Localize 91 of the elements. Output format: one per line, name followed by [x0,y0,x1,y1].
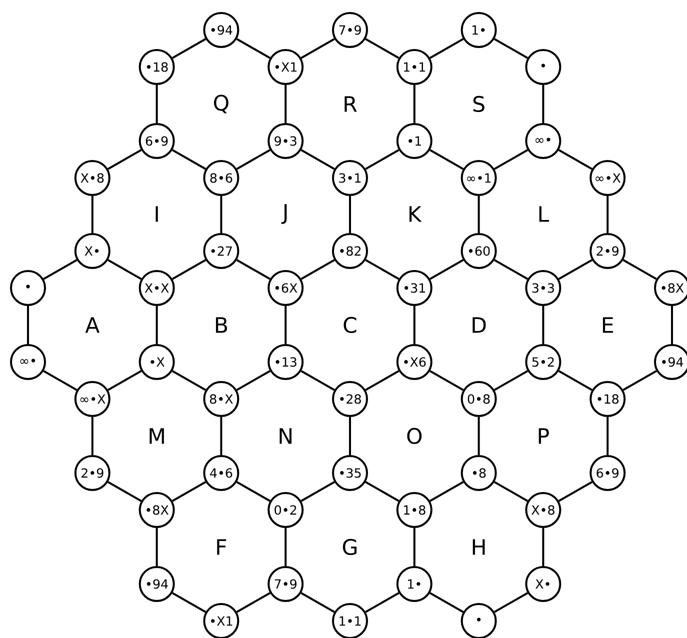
connector-line [365,38,400,59]
connector-line [284,528,287,566]
connector-line [430,259,464,280]
connector-line [91,417,94,455]
connector-line [413,528,416,566]
connector-line [236,592,270,613]
connector-line [558,149,592,170]
connector-line [172,592,206,613]
connector-line [300,149,335,170]
connector-line [430,149,464,170]
connector-line [236,259,270,280]
connector-line [27,306,29,344]
connector-line [430,592,464,613]
connector-line [542,85,544,123]
hexagon-letter: N [280,428,292,444]
connector-line [494,481,528,502]
connector-line [365,149,400,170]
connector-line [558,370,592,391]
hexagon-letter: C [344,316,356,334]
hexagon-letter: O [407,428,422,444]
connector-line [542,306,544,344]
connector-line [430,370,464,391]
connector-line [91,196,94,233]
hexagon-letter: B [216,317,228,333]
connector-line [172,370,206,391]
connector-line [108,481,142,502]
connector-line [622,259,657,280]
connector-line [156,85,158,123]
connector-line [365,481,400,502]
hexagon-letter: H [472,539,485,555]
connector-line [413,306,416,344]
connector-line [156,528,158,566]
hexagon-letter: F [217,539,226,555]
connector-line [542,528,544,566]
connector-line [365,592,400,613]
connector-line [413,85,416,123]
hexagon-letter: G [342,538,357,556]
hexagon-letter: K [410,206,422,222]
connector-line [284,306,287,344]
connector-line [622,370,657,391]
hexagon-letter: I [156,206,158,222]
connector-line [43,259,78,280]
connector-line [300,259,335,280]
connector-line [172,149,206,170]
connector-line [172,259,206,280]
connector-line [108,149,142,170]
hexagon-letter: Q [214,94,228,114]
connector-line [494,38,528,59]
connector-line [300,481,335,502]
hexagon-letter: L [539,206,550,222]
hexagon-letter: D [472,317,486,333]
connector-line [172,38,206,59]
connector-line [156,306,158,344]
connector-line [671,306,673,344]
connector-line [349,196,351,233]
connector-line [478,196,480,233]
hexagon-letter: J [281,204,287,224]
connector-line [300,38,335,59]
hexagon-letter: S [473,96,484,112]
connector-line [606,196,609,233]
connector-line [430,481,464,502]
connector-line [284,85,287,123]
connector-line [494,149,528,170]
connector-line [349,417,351,455]
connector-line [558,481,592,502]
connector-line [558,259,592,280]
connector-line [236,481,270,502]
connector-line [108,370,142,391]
connector-line [220,417,222,455]
hexagon-letter: E [602,317,613,333]
connector-line [365,259,400,280]
connector-line [494,592,528,613]
connector-line [365,370,400,391]
hexagon-letter: P [538,428,549,444]
hexagon-letter: M [150,428,164,444]
connector-line [430,38,464,59]
connector-line [300,592,335,613]
hexagon-letter: R [344,96,357,112]
connector-line [236,149,270,170]
connector-line [236,38,270,59]
connector-line [236,370,270,391]
connector-line [220,196,222,233]
connector-line [108,259,142,280]
connector-line [494,370,528,391]
connector-line [478,417,480,455]
connector-line [172,481,206,502]
connector-line [300,370,335,391]
hexagon-letter: A [85,317,100,333]
connector-line [43,370,78,391]
connector-line [494,259,528,280]
connector-line [606,417,609,455]
